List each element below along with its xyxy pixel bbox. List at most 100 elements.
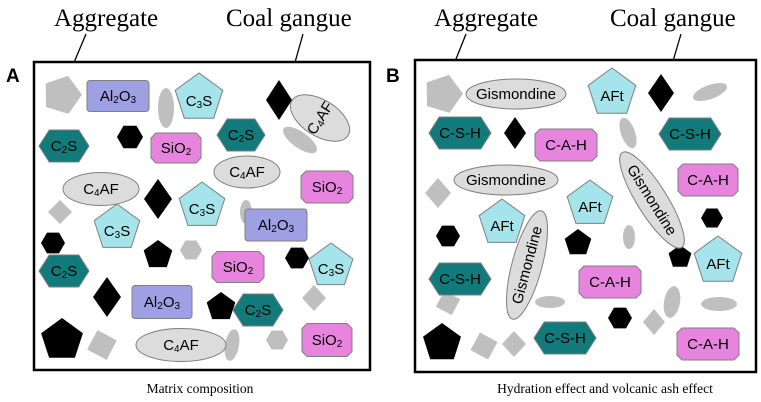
- panel-a-phase-c2s: C2​S: [232, 293, 284, 327]
- panel-a-phase-al2o3: Al2​O3​: [131, 285, 193, 319]
- panel-b-phase-label: C-A-H: [589, 274, 631, 291]
- panel-a-phase-label: C2​S: [51, 138, 77, 156]
- panel-a-phase-label: SiO2​: [161, 140, 192, 158]
- panel-b-phase-label: C-A-H: [545, 137, 587, 154]
- panel-b-aggregate-particle: [701, 297, 737, 311]
- panel-a-phase-shape: [301, 323, 353, 357]
- panel-a: A Aggregate Coal gangue Al2​O3​C3​SC4​AF…: [6, 5, 372, 396]
- panel-b-coal-gangue-particle: [564, 229, 592, 255]
- panel-a-phase-shape: [216, 118, 266, 152]
- panel-a-coal-gangue-particle: [41, 232, 65, 254]
- panel-b-coal-gangue-particle: [668, 245, 692, 267]
- panel-a-aggregate-particle: [282, 126, 318, 154]
- panel-a-phase-c4af: C4​AF: [213, 155, 281, 189]
- panel-a-phase-label: C2​S: [228, 127, 254, 145]
- panel-a-phase-c4af: C4​AF: [62, 172, 140, 206]
- panel-a-phase-shape: [213, 155, 281, 189]
- panel-b-phase-label: AFt: [706, 256, 730, 273]
- panel-b-phase-aft: AFt: [587, 67, 637, 114]
- panel-b-phase-shape: [465, 78, 567, 110]
- panel-b-phase-c-a-h: C-A-H: [578, 265, 642, 299]
- panel-a-phase-label: Al2​O3​: [144, 294, 181, 312]
- panel-b-coal-gangue-particle: [701, 208, 723, 228]
- panel-b-phase-shape: [578, 265, 642, 299]
- panel-b-particles: [423, 74, 737, 360]
- panel-b-phase-c-s-h: C-S-H: [658, 117, 722, 151]
- panel-a-phase-sio2: SiO2​: [300, 170, 354, 204]
- panel-a-phase-c3s: C3​S: [308, 242, 354, 286]
- panel-a-aggregate-particle: [302, 285, 326, 311]
- panel-a-phase-sio2: SiO2​: [301, 323, 353, 357]
- panel-a-aggregate-particle: [48, 200, 72, 224]
- panel-a-phase-shape: [38, 129, 90, 163]
- panel-b-phase-c-s-h: C-S-H: [533, 321, 597, 355]
- panel-a-phase-shape: [131, 285, 193, 319]
- panel-b-phase-shape: [677, 163, 739, 197]
- panel-b-coal-gangue-particle: [436, 225, 460, 247]
- panel-a-phase-label: C4​AF: [83, 181, 119, 199]
- panel-a-phase-shape: [93, 203, 141, 248]
- panel-a-coal-gangue-particle: [206, 292, 236, 320]
- panel-b-phase-label: C-A-H: [687, 172, 729, 189]
- panel-a-phase-c2s: C2​S: [38, 129, 90, 163]
- panel-b-phase-shape: [428, 116, 492, 150]
- panel-b-aggregate-particle: [663, 286, 681, 318]
- panel-a-phase-shape: [62, 172, 140, 206]
- panel-a-coal-gangue-particle: [144, 179, 172, 219]
- panel-b-phase-shape: [453, 164, 559, 196]
- panel-a-caption: Matrix composition: [147, 381, 254, 396]
- panel-a-phase-sio2: SiO2​: [150, 132, 202, 164]
- panel-a-coal-gangue-particle: [285, 247, 309, 269]
- panel-b-phase-aft: AFt: [566, 179, 614, 224]
- panel-a-phase-al2o3: Al2​O3​: [86, 80, 150, 112]
- panel-b-phase-label: C-S-H: [439, 271, 481, 288]
- panel-b-phase-label: C-A-H: [687, 336, 729, 353]
- panel-b-phase-gismondine: Gismondine: [453, 164, 559, 196]
- panel-a-phase-label: C2​S: [51, 263, 77, 281]
- panel-a-phase-c2s: C2​S: [216, 118, 266, 152]
- panel-a-phase-shape: [38, 254, 90, 288]
- panel-b-phase-aft: AFt: [478, 198, 526, 243]
- panel-b-phase-c-s-h: C-S-H: [428, 262, 492, 296]
- panel-b-phase-label: AFt: [490, 218, 514, 235]
- panel-b-phase-c-a-h: C-A-H: [676, 327, 740, 361]
- panel-a-coal-gangue-particle: [117, 125, 143, 149]
- panel-a-aggregate-particle: [45, 75, 82, 114]
- panel-a-letter: A: [6, 66, 20, 87]
- panel-a-phase-shape: [244, 208, 308, 242]
- panel-b-aggregate-particle: [692, 82, 728, 102]
- panel-b-phase-shape: [428, 262, 492, 296]
- panel-b-phase-shape: [534, 128, 598, 162]
- panel-b-phase-shape: [658, 117, 722, 151]
- panel-b-phase-c-s-h: C-S-H: [428, 116, 492, 150]
- panel-b-phase-label: AFt: [578, 199, 602, 216]
- panel-a-aggregate-particle: [87, 330, 117, 360]
- panel-a-phase-label: C3​S: [104, 223, 130, 241]
- panel-a-coal-gangue-particle: [143, 240, 173, 268]
- panel-a-phase-shape: [150, 132, 202, 164]
- panel-a-phase-sio2: SiO2​: [211, 251, 265, 283]
- panel-a-phase-label: C2​S: [245, 302, 271, 320]
- panel-b-phase-shape: [478, 198, 526, 243]
- panel-a-phase-shape: [289, 94, 351, 142]
- panel-b-phase-label: Gismondine: [476, 86, 556, 103]
- panel-a-phase-c3s: C3​S: [93, 203, 141, 248]
- panel-a-phase-label: SiO2​: [312, 179, 343, 197]
- panel-b-phase-shape: [619, 151, 685, 249]
- panel-b-phase-label: C-S-H: [669, 126, 711, 143]
- panel-b-aggregate-particle: [619, 117, 637, 149]
- panel-a-phase-al2o3: Al2​O3​: [244, 208, 308, 242]
- panel-a-phase-label: C4​AF: [229, 164, 265, 182]
- panel-a-phase-label: SiO2​: [312, 332, 343, 350]
- panel-a-phases: Al2​O3​C3​SC4​AFC2​SSiO2​C2​SC4​AFC4​AFS…: [38, 72, 354, 362]
- panel-b-phase-gismondine: Gismondine: [465, 78, 567, 110]
- panel-a-aggregate-particle: [266, 330, 288, 350]
- panel-a-phase-label: Al2​O3​: [100, 88, 137, 106]
- panel-a-phase-label: C3​S: [189, 201, 215, 219]
- panel-a-phase-c4af: C4​AF: [135, 328, 227, 362]
- panel-b-phase-label: Gismondine: [466, 172, 546, 189]
- panel-b-phase-shape: [587, 67, 637, 114]
- panel-a-phase-shape: [174, 72, 224, 119]
- panel-b-aggregate-particle: [643, 309, 665, 335]
